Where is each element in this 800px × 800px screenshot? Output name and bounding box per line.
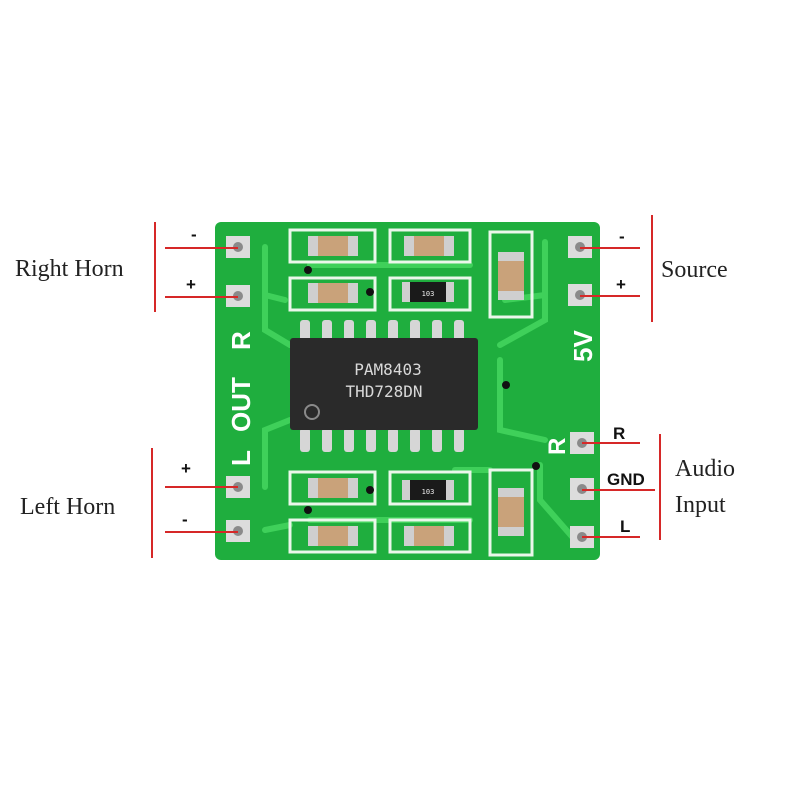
label-audio-input-line2: Input xyxy=(675,492,726,518)
capacitor xyxy=(308,526,358,546)
ic-pins xyxy=(300,320,464,452)
capacitor xyxy=(308,283,358,303)
vias xyxy=(304,266,540,514)
chip-marking-line1: PAM8403 xyxy=(354,360,421,379)
side-labels: Right Horn Left Horn Source Audio Input xyxy=(15,256,735,520)
smd-capacitors xyxy=(308,236,524,546)
silk-5v: 5V xyxy=(568,330,598,362)
capacitor xyxy=(498,252,524,300)
capacitor xyxy=(308,478,358,498)
resistor-top-code: 103 xyxy=(422,290,435,298)
resistor-bottom-code: 103 xyxy=(422,488,435,496)
label-right-horn: Right Horn xyxy=(15,256,124,282)
silk-out: OUT xyxy=(226,377,256,432)
silk-r-top: R xyxy=(226,331,256,350)
resistor-top: 103 xyxy=(402,282,454,302)
mark-source-minus: - xyxy=(619,227,625,246)
mark-input-l: L xyxy=(620,517,630,536)
capacitor xyxy=(404,236,454,256)
silk-r-right: R xyxy=(544,438,571,455)
capacitor xyxy=(498,488,524,536)
capacitor xyxy=(308,236,358,256)
resistor-bottom: 103 xyxy=(402,480,454,500)
component-outlines xyxy=(288,228,534,557)
label-source: Source xyxy=(661,257,728,283)
label-audio-input-line1: Audio xyxy=(675,456,735,482)
callout-lines xyxy=(151,215,661,558)
silkscreen-labels: R OUT L 5V R xyxy=(226,330,598,466)
label-left-horn: Left Horn xyxy=(20,494,115,520)
mark-right-plus: + xyxy=(186,275,196,294)
capacitor xyxy=(404,526,454,546)
mark-input-r: R xyxy=(613,424,625,443)
mark-source-plus: + xyxy=(616,275,626,294)
pin-marks: - + + - - + R GND L xyxy=(181,225,645,536)
mark-left-plus: + xyxy=(181,459,191,478)
mark-input-gnd: GND xyxy=(607,470,645,489)
pcb-board: 103 103 xyxy=(215,222,600,560)
pam8403-chip: PAM8403 THD728DN xyxy=(290,338,478,430)
silk-l: L xyxy=(226,450,256,466)
mark-right-minus: - xyxy=(191,225,197,244)
chip-marking-line2: THD728DN xyxy=(345,382,422,401)
mark-left-minus: - xyxy=(182,510,188,529)
